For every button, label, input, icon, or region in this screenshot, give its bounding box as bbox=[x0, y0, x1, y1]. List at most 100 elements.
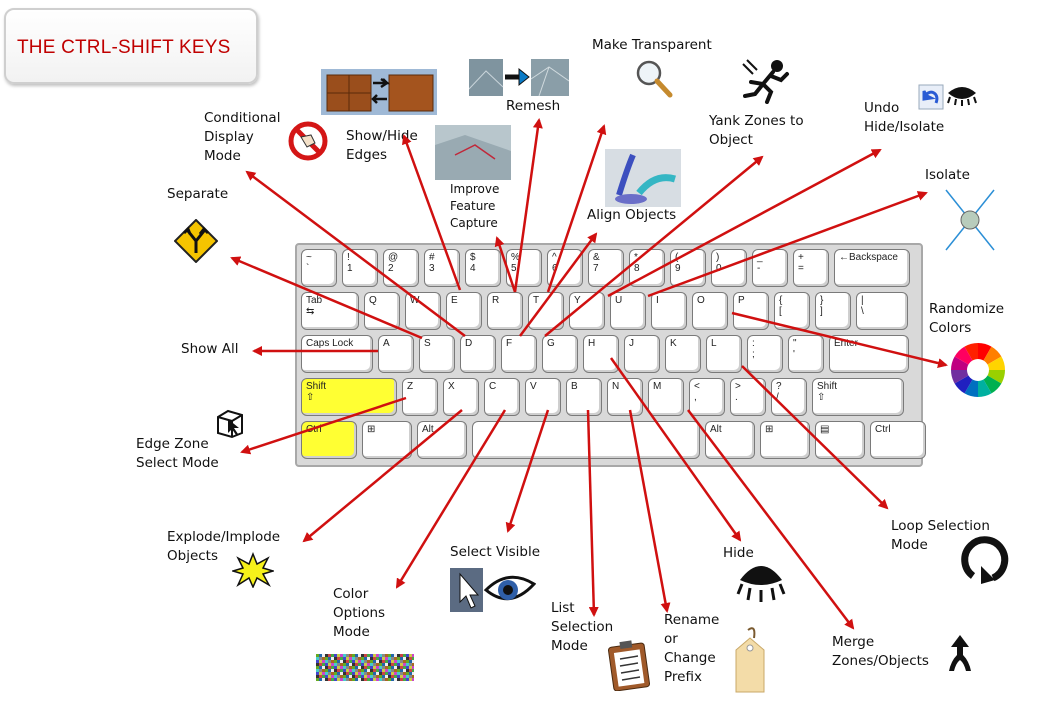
noise-pixel bbox=[361, 666, 364, 669]
noise-pixel bbox=[364, 663, 367, 666]
noise-pixel bbox=[391, 660, 394, 663]
noise-pixel bbox=[328, 675, 331, 678]
arrow-p-randomize bbox=[731, 311, 948, 368]
noise-pixel bbox=[322, 660, 325, 663]
key-row4-7: M bbox=[648, 378, 684, 416]
arrow-e-showhide bbox=[402, 134, 462, 291]
noise-pixel bbox=[337, 672, 340, 675]
key-row1-1: !1 bbox=[342, 249, 378, 287]
noise-pixel bbox=[340, 663, 343, 666]
noise-pixel bbox=[367, 672, 370, 675]
noise-pixel bbox=[403, 663, 406, 666]
noise-pixel bbox=[379, 657, 382, 660]
noise-pixel bbox=[406, 678, 409, 681]
key-row1-3: #3 bbox=[424, 249, 460, 287]
noise-pixel bbox=[394, 672, 397, 675]
key-row2-10: P bbox=[733, 292, 769, 330]
noise-pixel bbox=[349, 663, 352, 666]
fork-sign-icon bbox=[174, 219, 218, 263]
noise-pixel bbox=[409, 654, 412, 657]
noise-pixel bbox=[355, 666, 358, 669]
noise-pixel bbox=[385, 666, 388, 669]
noise-pixel bbox=[412, 675, 414, 678]
noise-pixel bbox=[379, 663, 382, 666]
arrow-g-yank bbox=[544, 155, 764, 337]
noise-pixel bbox=[361, 672, 364, 675]
noise-pixel bbox=[328, 657, 331, 660]
noise-pixel bbox=[376, 672, 379, 675]
key-row4-11: Shift⇧ bbox=[812, 378, 904, 416]
noise-pixel bbox=[346, 657, 349, 660]
noise-pixel bbox=[367, 663, 370, 666]
noise-pixel bbox=[352, 672, 355, 675]
noise-pixel bbox=[370, 654, 373, 657]
noise-pixel bbox=[376, 669, 379, 672]
noise-pixel bbox=[388, 669, 391, 672]
noise-pixel bbox=[322, 678, 325, 681]
key-row3-11: "' bbox=[788, 335, 824, 373]
noise-pixel bbox=[352, 678, 355, 681]
key-row2-1: Q bbox=[364, 292, 400, 330]
noise-pixel bbox=[337, 669, 340, 672]
noise-pixel bbox=[340, 666, 343, 669]
noise-pixel bbox=[331, 660, 334, 663]
key-row2-8: I bbox=[651, 292, 687, 330]
noise-pixel bbox=[370, 675, 373, 678]
noise-pixel bbox=[406, 669, 409, 672]
label-make-transparent: Make Transparent bbox=[592, 37, 712, 53]
noise-pixel bbox=[322, 675, 325, 678]
key-row2-12: }] bbox=[815, 292, 851, 330]
noise-pixel bbox=[331, 663, 334, 666]
noise-pixel bbox=[364, 666, 367, 669]
noise-pixel bbox=[373, 657, 376, 660]
noise-pixel bbox=[337, 657, 340, 660]
key-row3-9: L bbox=[706, 335, 742, 373]
noise-pixel bbox=[355, 660, 358, 663]
key-row3-1: A bbox=[378, 335, 414, 373]
key-row1-0: ~` bbox=[301, 249, 337, 287]
noise-pixel bbox=[331, 672, 334, 675]
noise-pixel bbox=[409, 669, 412, 672]
noise-pixel bbox=[337, 660, 340, 663]
noise-pixel bbox=[388, 663, 391, 666]
noise-pixel bbox=[319, 660, 322, 663]
noise-pixel bbox=[403, 666, 406, 669]
key-row4-8: <, bbox=[689, 378, 725, 416]
noise-pixel bbox=[340, 672, 343, 675]
noise-pixel bbox=[352, 660, 355, 663]
noise-pixel bbox=[325, 666, 328, 669]
key-row3-6: H bbox=[583, 335, 619, 373]
isolate-icon bbox=[945, 189, 995, 251]
noise-pixel bbox=[361, 669, 364, 672]
noise-pixel bbox=[379, 672, 382, 675]
noise-pixel bbox=[367, 675, 370, 678]
key-row5-7: Ctrl bbox=[870, 421, 926, 459]
noise-pixel bbox=[412, 660, 414, 663]
keyboard: ~`!1@2#3$4%5^6&7*8(9)0_-+=←BackspaceTab⇆… bbox=[295, 243, 926, 467]
noise-pixel bbox=[316, 672, 319, 675]
noise-pixel bbox=[406, 666, 409, 669]
key-row3-0: Caps Lock bbox=[301, 335, 373, 373]
key-row5-3 bbox=[472, 421, 700, 459]
noise-pixel bbox=[409, 675, 412, 678]
noise-pixel bbox=[343, 660, 346, 663]
select-visible-icons bbox=[450, 568, 536, 612]
noise-pixel bbox=[412, 672, 414, 675]
noise-pixel bbox=[406, 672, 409, 675]
noise-pixel bbox=[394, 669, 397, 672]
key-row5-4: Alt bbox=[705, 421, 755, 459]
noise-pixel bbox=[376, 663, 379, 666]
noise-pixel bbox=[370, 663, 373, 666]
noise-pixel bbox=[394, 666, 397, 669]
noise-pixel bbox=[391, 657, 394, 660]
noise-pixel bbox=[319, 669, 322, 672]
noise-pixel bbox=[370, 669, 373, 672]
noise-pixel bbox=[397, 672, 400, 675]
arrow-x-explode bbox=[302, 409, 463, 543]
noise-pixel bbox=[355, 663, 358, 666]
noise-pixel bbox=[325, 672, 328, 675]
